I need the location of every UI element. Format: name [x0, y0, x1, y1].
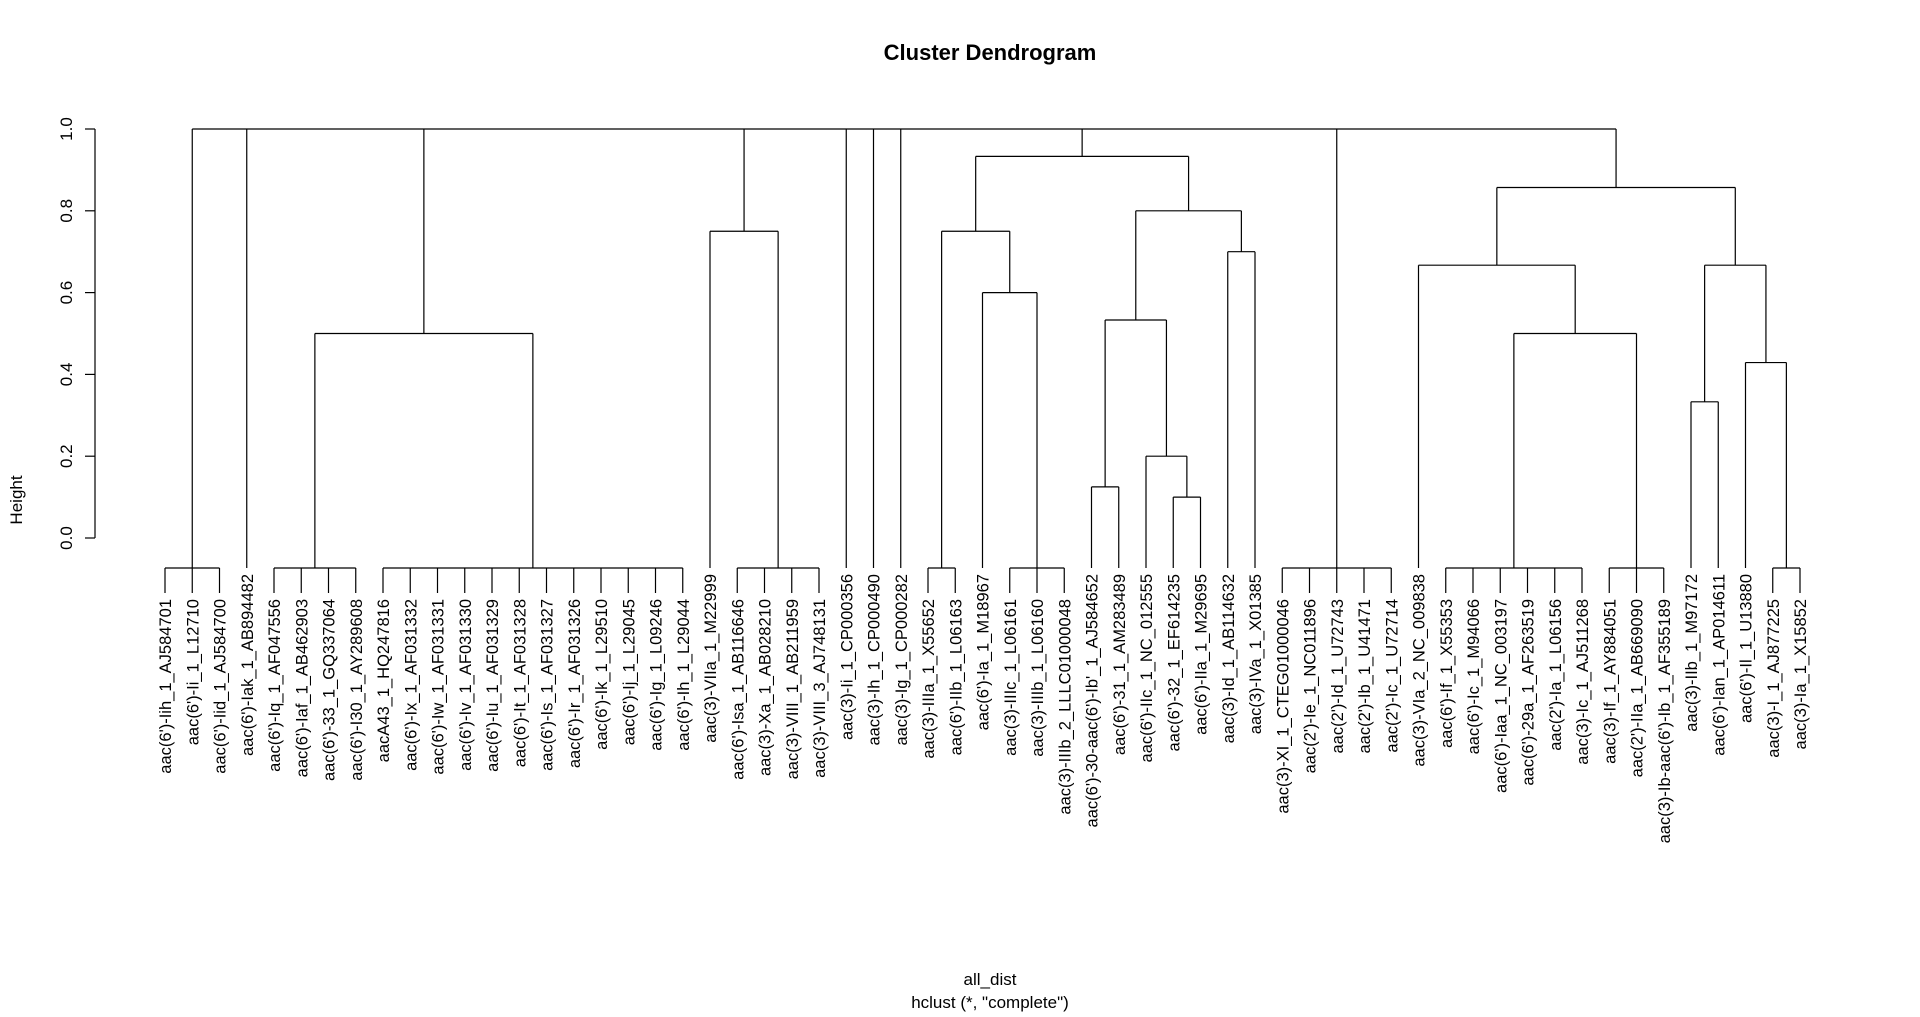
leaf-label: aac(6')-IIb_1_L06163	[947, 599, 965, 755]
leaf-label: aac(6')-Ix_1_AF031332	[402, 599, 420, 771]
y-axis-ticks: 0.0 0.2 0.4 0.6 0.8 1.0	[57, 117, 95, 550]
leaf-label: aac(6')-Ii_1_L12710	[184, 599, 202, 745]
y-axis-label: Height	[7, 475, 26, 524]
leaf-label: aac(6')-29a_1_AF263519	[1520, 599, 1538, 786]
leaf-label: aac(6')-IIa_1_M29695	[1193, 574, 1211, 735]
leaf-label: aac(3)-XI_1_CTEG01000046	[1274, 599, 1292, 814]
leaf-label: aac(6')-Ih_1_L29044	[675, 599, 693, 751]
leaf-label: aac(6')-Iw_1_AF031331	[430, 599, 448, 775]
leaf-label: aac(6')-If_1_X55353	[1438, 599, 1456, 748]
leaf-label: aac(2')-Ic_1_U72714	[1383, 599, 1401, 753]
leaf-label: aac(6')-Ij_1_L29045	[620, 599, 638, 745]
leaf-label: aac(2')-IIa_1_AB669090	[1629, 599, 1647, 777]
leaf-label: aac(6')-Iid_1_AJ584700	[212, 599, 230, 774]
leaf-label: aacA43_1_HQ247816	[375, 599, 393, 762]
leaf-label: aac(2')-Ie_1_NC011896	[1302, 599, 1320, 773]
dendrogram-tree	[164, 128, 1801, 593]
leaf-label: aac(6')-Iv_1_AF031330	[457, 599, 475, 771]
leaf-label: aac(3)-IVa_1_X01385	[1247, 574, 1265, 734]
leaf-label: aac(3)-Id_1_AB114632	[1220, 574, 1238, 743]
chart-title: Cluster Dendrogram	[884, 40, 1097, 65]
leaf-label: aac(3)-VIa_2_NC_009838	[1411, 574, 1429, 767]
leaf-label: aac(3)-Xa_1_AB028210	[757, 599, 775, 776]
leaf-label: aac(6')-Il_1_U13880	[1738, 574, 1756, 723]
leaf-label: aac(3)-IIb_1_M97172	[1683, 574, 1701, 732]
leaf-label: aac(3)-IIIb_1_L06160	[1029, 599, 1047, 757]
y-tick-label: 0.2	[57, 444, 76, 468]
leaf-label: aac(3)-Ia_1_X15852	[1792, 599, 1810, 749]
leaf-label: aac(6')-Ig_1_L09246	[648, 599, 666, 751]
leaf-label: aac(6')-Iak_1_AB894482	[239, 574, 257, 756]
leaf-label: aac(3)-IIIc_1_L06161	[1002, 599, 1020, 756]
leaf-label: aac(6')-Ian_1_AP014611	[1710, 574, 1728, 756]
leaf-label: aac(6')-32_1_EF614235	[1165, 574, 1183, 751]
y-tick-label: 0.4	[57, 363, 76, 387]
leaf-label: aac(2')-Ib_1_U41471	[1356, 599, 1374, 754]
leaf-label: aac(6')-Is_1_AF031327	[539, 599, 557, 771]
leaf-label: aac(6')-I30_1_AY289608	[348, 599, 366, 781]
leaf-label: aac(6')-Iq_1_AF047556	[266, 599, 284, 772]
leaf-labels: aac(6')-Iih_1_AJ584701 aac(6')-Ii_1_L1271…	[157, 574, 1810, 843]
leaf-label: aac(3)-Ig_1_CP000282	[893, 574, 911, 746]
x-axis-subtitle: hclust (*, "complete")	[911, 993, 1069, 1012]
leaf-label: aac(6')-Isa_1_AB116646	[729, 599, 747, 780]
y-tick-label: 1.0	[57, 117, 76, 141]
leaf-label: aac(6')-31_1_AM283489	[1111, 574, 1129, 755]
leaf-label: aac(6')-Ia_1_M18967	[975, 574, 993, 730]
leaf-label: aac(3)-Ii_1_CP000356	[838, 574, 856, 740]
y-tick-label: 0.6	[57, 281, 76, 305]
y-tick-label: 0.0	[57, 526, 76, 550]
leaf-label: aac(6')-Iaf_1_AB462903	[293, 599, 311, 777]
leaf-label: aac(6')-Iih_1_AJ584701	[157, 599, 175, 774]
leaf-label: aac(6')-It_1_AF031328	[511, 599, 529, 767]
leaf-label: aac(2')-Ia_1_L06156	[1547, 599, 1565, 751]
leaf-label: aac(3)-Ic_1_AJ511268	[1574, 599, 1592, 765]
leaf-label: aac(3)-I_1_AJ877225	[1765, 599, 1783, 758]
leaf-label: aac(6')-Ic_1_M94066	[1465, 599, 1483, 754]
leaf-label: aac(6')-Iaa_1_NC_003197	[1492, 599, 1510, 793]
leaf-label: aac(6')-33_1_GQ337064	[321, 599, 339, 781]
leaf-label: aac(6')-Ir_1_AF031326	[566, 599, 584, 768]
leaf-label: aac(6')-30-aac(6')-Ib'_1_AJ584652	[1084, 574, 1102, 827]
leaf-label: aac(3)-Ih_1_CP000490	[866, 574, 884, 746]
leaf-label: aac(3)-IIIb_2_LLLC01000048	[1056, 599, 1074, 815]
y-tick-label: 0.8	[57, 199, 76, 223]
leaf-label: aac(3)-VIII_3_AJ748131	[811, 599, 829, 778]
leaf-label: aac(6')-Iu_1_AF031329	[484, 599, 502, 772]
leaf-label: aac(3)-IIIa_1_X55652	[920, 599, 938, 759]
leaf-label: aac(3)-If_1_AY884051	[1601, 599, 1619, 764]
leaf-label: aac(3)-VIIa_1_M22999	[702, 574, 720, 743]
leaf-label: aac(3)-VIII_1_AB211959	[784, 599, 802, 779]
leaf-label: aac(2')-Id_1_U72743	[1329, 599, 1347, 754]
leaf-label: aac(6')-IIc_1_NC_012555	[1138, 574, 1156, 762]
leaf-label: aac(3)-Ib-aac(6')-Ib_1_AF355189	[1656, 599, 1674, 843]
x-axis-label: all_dist	[964, 970, 1017, 989]
leaf-label: aac(6')-Ik_1_L29510	[593, 599, 611, 750]
